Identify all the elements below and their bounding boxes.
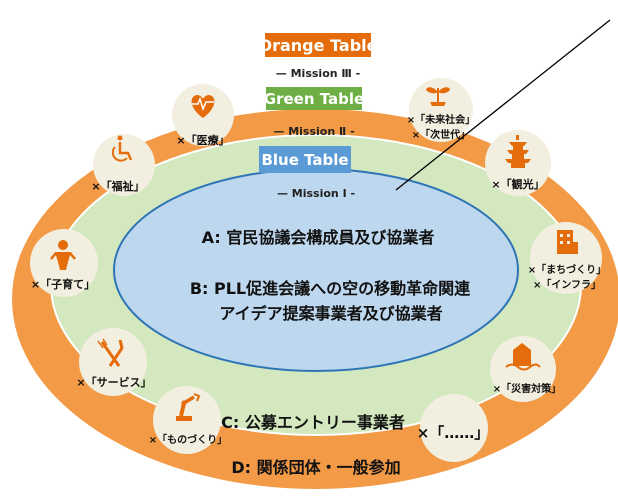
building-icon [557, 230, 578, 254]
field-welfare-label: ×「福祉」 [91, 179, 144, 193]
field-childcare: ×「子育て」 [30, 229, 98, 297]
field-future: ×「未来社会」 ×「次世代」 [407, 78, 475, 142]
green-table-tab [266, 87, 362, 110]
field-future-label-line2: ×「次世代」 [412, 128, 470, 141]
group-b-text-line2: アイデア提案事業者及び協業者 [219, 304, 442, 323]
field-town-label-line1: ×「まちづくり」 [528, 263, 606, 276]
group-b-text-line1: B: PLL促進会議への空の移動革命関連 [190, 279, 471, 298]
robot-arm-icon [176, 393, 201, 421]
pagoda-icon [505, 135, 531, 168]
orange-table-title: Orange Table [259, 36, 378, 55]
field-disaster-label: ×「災害対策」 [493, 382, 561, 395]
field-manufacturing-label: ×「ものづくり」 [149, 433, 227, 446]
mission-1-label: — Mission Ⅰ - [277, 187, 355, 200]
mission-3-label: — Mission Ⅲ - [276, 67, 360, 80]
field-service-label: ×「サービス」 [76, 375, 151, 389]
field-service: ×「サービス」 [76, 328, 152, 396]
field-disaster: ×「災害対策」 [490, 336, 561, 402]
field-childcare-label: ×「子育て」 [31, 277, 95, 291]
field-tourism-label: ×「観光」 [491, 177, 544, 191]
green-table-title: Green Table [264, 90, 364, 108]
group-a-text: A: 官民協議会構成員及び協業者 [202, 228, 435, 247]
field-other-label: ×「……」 [417, 424, 490, 442]
field-medical: ×「医療」 [172, 84, 234, 147]
group-c-text: C: 公募エントリー事業者 [221, 413, 405, 432]
wheelchair-icon [111, 135, 133, 162]
fork-knife-icon [97, 338, 124, 367]
blue-table-title: Blue Table [261, 151, 348, 169]
field-town-label-line2: ×「インフラ」 [533, 278, 601, 291]
mission-2-label: — Mission Ⅱ - [273, 125, 354, 138]
pointer-line [395, 19, 611, 191]
field-medical-label: ×「医療」 [176, 133, 229, 147]
orange-table-tab [265, 33, 371, 57]
child-icon [50, 240, 76, 270]
field-other: ×「……」 [417, 394, 490, 462]
field-manufacturing: ×「ものづくり」 [149, 386, 227, 454]
heart-pulse-icon [191, 95, 215, 118]
field-town: ×「まちづくり」 ×「インフラ」 [528, 222, 606, 294]
flood-house-icon [505, 343, 541, 371]
sprout-icon [426, 87, 450, 106]
field-tourism: ×「観光」 [485, 130, 551, 196]
group-d-text: D: 関係団体・一般参加 [231, 458, 400, 477]
field-future-label-line1: ×「未来社会」 [407, 113, 475, 126]
field-welfare: ×「福祉」 [91, 134, 155, 196]
blue-table-tab [259, 146, 351, 173]
